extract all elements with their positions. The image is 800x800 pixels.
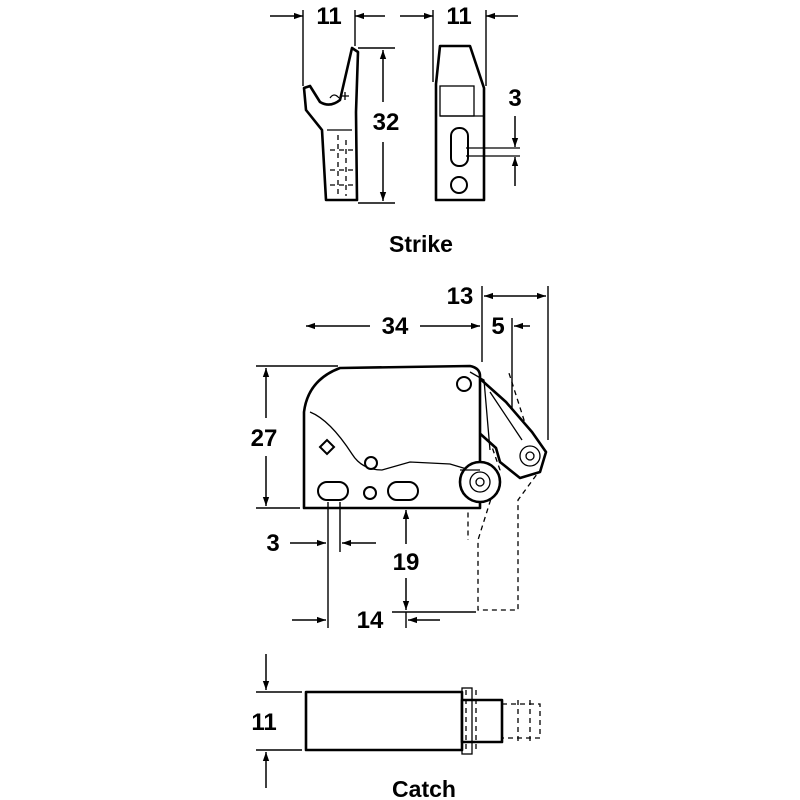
catch-hole-spacing-label: 14: [357, 607, 384, 634]
strike-height-label: 32: [373, 109, 400, 136]
catch-depth-label: 13: [447, 283, 474, 310]
catch-width-dimension: 34: [306, 313, 483, 362]
catch-thickness-label: 11: [251, 709, 276, 736]
strike-front-width-dimension: 11: [400, 3, 518, 86]
catch-screw-hole: [363, 486, 377, 500]
strike-side-width-label: 11: [316, 3, 341, 30]
catch-caption: Catch: [392, 776, 456, 800]
catch-depth-dimension: 13: [447, 283, 549, 440]
catch-front-view: [302, 364, 548, 611]
catch-slot-hole: [317, 481, 349, 501]
strike-screw-hole: [450, 176, 468, 194]
strike-caption: Strike: [389, 231, 453, 257]
strike-front-width-label: 11: [446, 3, 471, 30]
catch-hole-spacing-dimension: 14: [292, 607, 440, 634]
catch-top-view: [304, 687, 541, 755]
catch-arm-offset-label: 5: [491, 313, 504, 340]
catch-slot-hole: [387, 481, 419, 501]
strike-side-view: [302, 46, 360, 202]
catch-height-label: 27: [251, 425, 278, 452]
catch-height-dimension: 27: [251, 365, 338, 509]
catch-vertical-dimension: 19: [392, 507, 476, 613]
strike-side-width-dimension: 11: [270, 3, 385, 86]
strike-slot-label: 3: [508, 85, 521, 112]
strike-height-dimension: 32: [358, 47, 400, 204]
strike-slot-dimension: 3: [508, 85, 522, 186]
catch-vertical-label: 19: [393, 549, 420, 576]
catch-arm-offset-dimension: 5: [491, 313, 530, 410]
catch-roller: [458, 460, 502, 504]
catch-slot-dimension: 3: [266, 502, 376, 628]
catch-width-label: 34: [382, 313, 409, 340]
catch-slot-label: 3: [266, 530, 279, 557]
catch-thickness-dimension: 11: [251, 654, 302, 788]
strike-slot-hole: [450, 127, 469, 167]
strike-front-view: [434, 44, 520, 202]
